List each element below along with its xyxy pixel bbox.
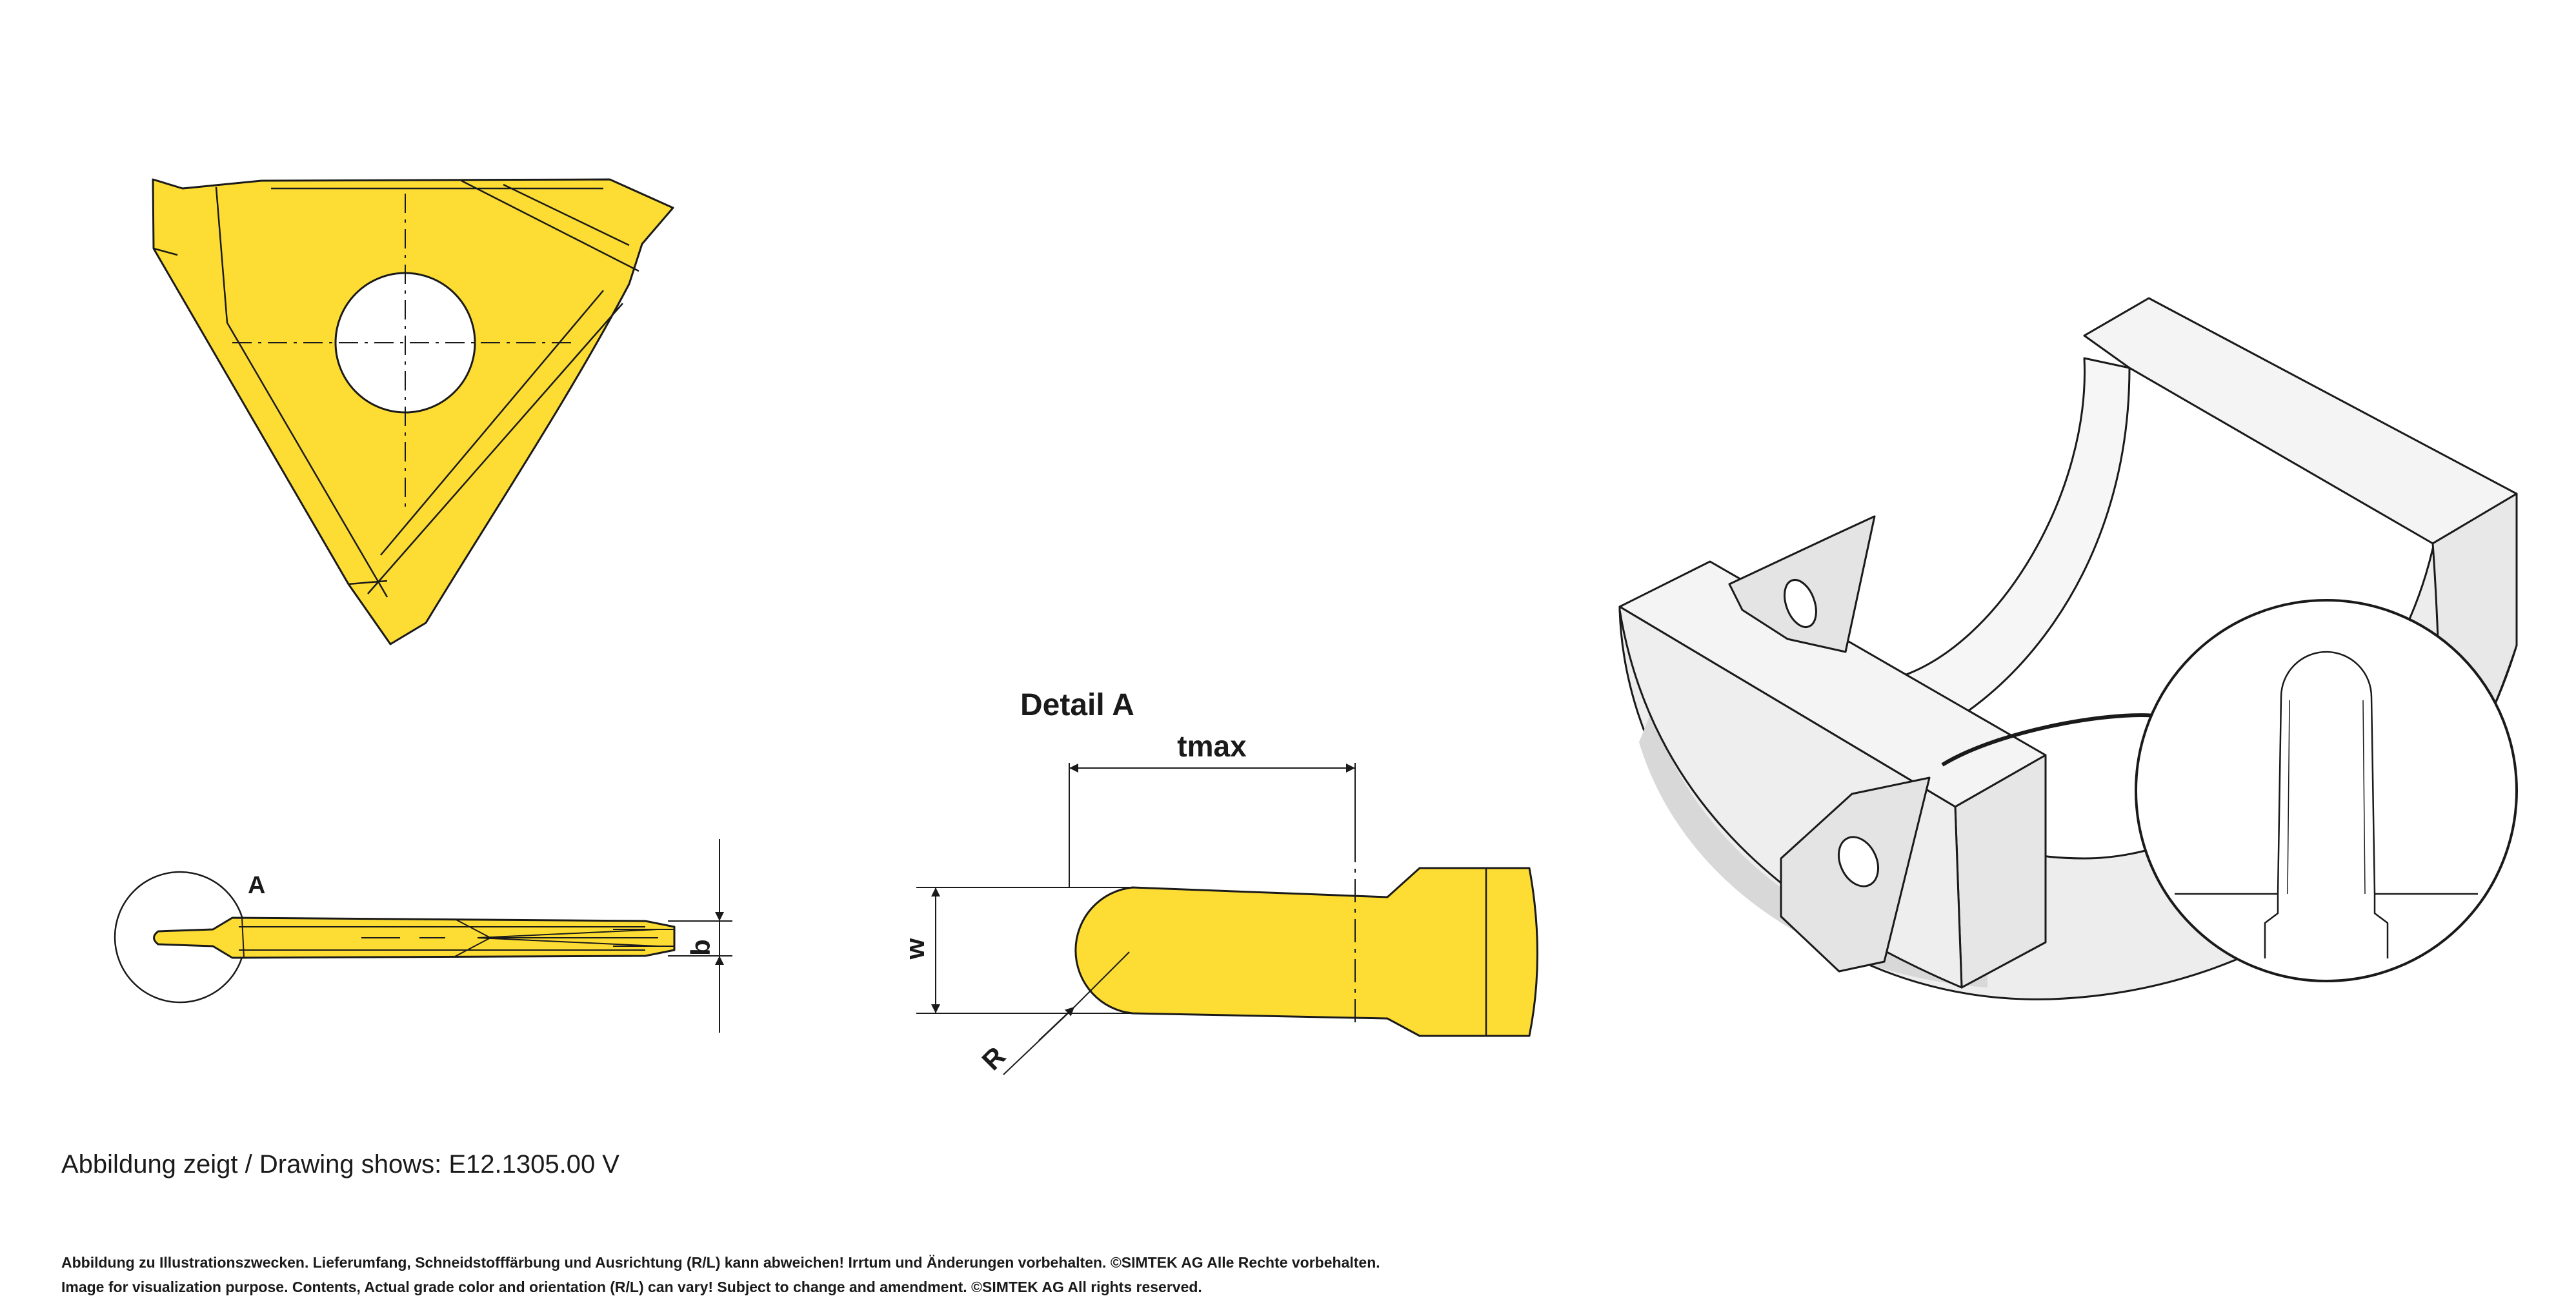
isometric-holder-view xyxy=(1618,297,2518,1000)
insert-side-view: A b xyxy=(114,839,732,1033)
holder-insert-upper-hole xyxy=(1784,579,1817,628)
insert-centerlines xyxy=(232,194,574,510)
holder-top-block xyxy=(2083,297,2518,545)
dim-r xyxy=(1003,951,1130,1075)
detail-a-view: Detail A tmax w R xyxy=(900,688,1538,1076)
detail-a-title: Detail A xyxy=(1020,688,1134,722)
dim-tmax xyxy=(1069,763,1356,887)
dim-w-label: w xyxy=(900,938,930,960)
magnified-groove-profile xyxy=(2175,651,2478,958)
disclaimer-german: Abbildung zu Illustrationszwecken. Liefe… xyxy=(61,1254,1380,1271)
dim-b xyxy=(668,839,732,1033)
disclaimer-english: Image for visualization purpose. Content… xyxy=(61,1279,1202,1295)
insert-side-body xyxy=(153,916,676,959)
dim-r-label: R xyxy=(976,1040,1011,1076)
insert-top-view xyxy=(152,178,674,645)
magnified-groove-circle xyxy=(2135,599,2518,982)
insert-side-edges xyxy=(239,917,674,958)
holder-bore xyxy=(1896,357,2131,744)
dim-b-label: b xyxy=(685,939,716,956)
holder-insert-lower-hole xyxy=(1838,836,1879,887)
insert-top-edges xyxy=(153,179,639,598)
dim-tmax-label: tmax xyxy=(1177,729,1247,763)
holder-groove-line xyxy=(1941,713,2162,767)
drawing-caption: Abbildung zeigt / Drawing shows: E12.130… xyxy=(61,1150,619,1179)
magnified-groove-inner xyxy=(2287,700,2366,895)
detail-a-profile xyxy=(1074,867,1538,1037)
detail-a-callout: A xyxy=(248,872,265,899)
dim-w xyxy=(916,887,1132,1014)
